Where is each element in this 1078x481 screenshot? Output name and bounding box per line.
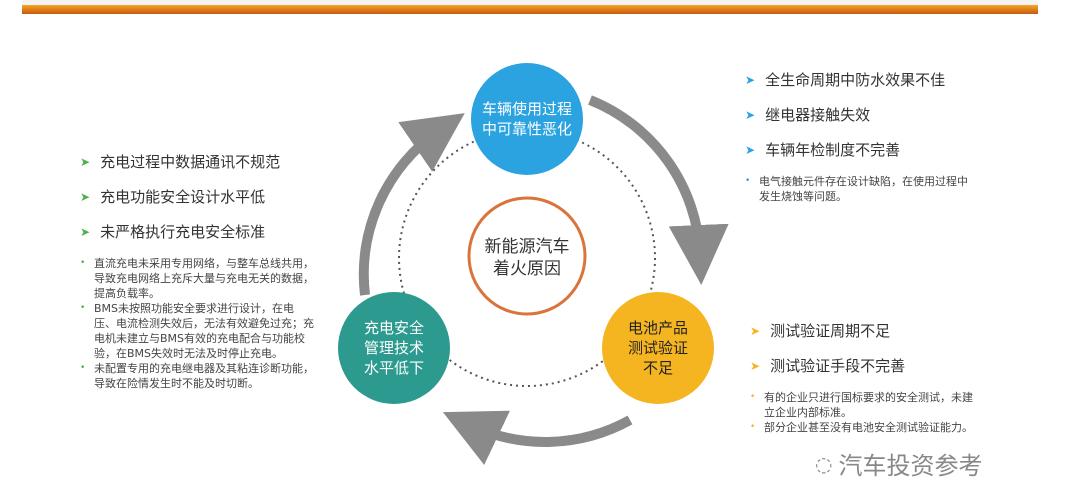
heading-text: 测试验证周期不足	[770, 322, 891, 340]
heading-text: 未严格执行充电安全标准	[100, 223, 266, 241]
node-circle-vehicle	[471, 63, 583, 175]
arrow-bullet-icon: ➤	[750, 323, 761, 338]
center-label: 新能源汽车 着火原因	[469, 236, 585, 280]
node-line: 测试验证	[627, 339, 688, 357]
node-line: 中可靠性恶化	[481, 120, 572, 138]
bullet-text: 直流充电未采用专用网络，与整车总线共用，导致充电网络上充斥大量与充电无关的数据，…	[94, 257, 314, 300]
node-line: 电池产品	[627, 319, 688, 337]
bullet-item: • 未配置专用的充电继电器及其粘连诊断功能，导致在险情发生时不能及时切断。	[80, 361, 315, 391]
bullet-item: • 部分企业甚至没有电池安全测试验证能力。	[750, 420, 975, 435]
dot-bullet-icon: •	[80, 363, 86, 373]
right-bottom-panel: ➤ 测试验证周期不足 ➤ 测试验证手段不完善 • 有的企业只进行国标要求的安全测试，未建立…	[750, 320, 975, 435]
bullet-text: 未配置专用的充电继电器及其粘连诊断功能，导致在险情发生时不能及时切断。	[94, 362, 314, 390]
heading-item: ➤ 充电功能安全设计水平低	[80, 186, 315, 207]
heading-item: ➤ 测试验证周期不足	[750, 320, 975, 341]
arrow-right-to-left	[442, 410, 633, 465]
heading-text: 继电器接触失效	[765, 106, 871, 124]
arrow-bullet-icon: ➤	[80, 154, 91, 169]
dot-bullet-icon: •	[80, 258, 86, 268]
bullet-text: 电气接触元件存在设计缺陷，在使用过程中发生烧蚀等问题。	[759, 175, 968, 203]
bullet-item: • 直流充电未采用专用网络，与整车总线共用，导致充电网络上充斥大量与充电无关的数据…	[80, 256, 315, 301]
arrow-top-to-right	[588, 95, 729, 285]
arrow-bullet-icon: ➤	[80, 224, 91, 239]
dot-bullet-icon: •	[750, 392, 756, 402]
node-label-battery: 电池产品 测试验证 不足	[602, 318, 714, 378]
left-panel: ➤ 充电过程中数据通讯不规范 ➤ 充电功能安全设计水平低 ➤ 未严格执行充电安全标准 • 直流…	[80, 151, 315, 391]
dot-bullet-icon: •	[750, 422, 756, 432]
node-label-vehicle: 车辆使用过程 中可靠性恶化	[471, 99, 583, 139]
arrow-bullet-icon: ➤	[745, 142, 756, 157]
title-strip	[22, 0, 1038, 5]
right-top-panel: ➤ 全生命周期中防水效果不佳 ➤ 继电器接触失效 ➤ 车辆年检制度不完善 • 电气接触元件存在…	[745, 69, 975, 204]
heading-text: 测试验证手段不完善	[770, 357, 906, 375]
node-circle-battery	[602, 292, 714, 404]
arrow-bullet-icon: ➤	[750, 358, 761, 373]
heading-text: 充电过程中数据通讯不规范	[100, 153, 281, 171]
heading-item: ➤ 全生命周期中防水效果不佳	[745, 69, 975, 90]
heading-text: 充电功能安全设计水平低	[100, 188, 266, 206]
arrow-bullet-icon: ➤	[80, 189, 91, 204]
node-line: 水平低下	[363, 359, 424, 377]
watermark: ◌ 汽车投资参考	[815, 446, 982, 481]
heading-text: 车辆年检制度不完善	[765, 141, 901, 159]
node-label-charging: 充电安全 管理技术 水平低下	[338, 318, 450, 378]
watermark-text: 汽车投资参考	[838, 452, 983, 480]
dotted-ring	[398, 129, 656, 387]
dot-bullet-icon: •	[80, 303, 86, 313]
bullet-text: 有的企业只进行国标要求的安全测试，未建立企业内部标准。	[764, 391, 973, 419]
center-line: 新能源汽车	[484, 237, 570, 257]
bullet-text: BMS未按照功能安全要求进行设计，在电压、电流检测失效后，无法有效避免过充；充电…	[94, 302, 314, 360]
bullet-item: • 有的企业只进行国标要求的安全测试，未建立企业内部标准。	[750, 390, 975, 420]
heading-item: ➤ 未严格执行充电安全标准	[80, 221, 315, 242]
arrow-bullet-icon: ➤	[745, 107, 756, 122]
wechat-icon: ◌	[815, 451, 833, 476]
center-line: 着火原因	[493, 259, 561, 279]
heading-item: ➤ 充电过程中数据通讯不规范	[80, 151, 315, 172]
heading-item: ➤ 车辆年检制度不完善	[745, 139, 975, 160]
bullet-item: • 电气接触元件存在设计缺陷，在使用过程中发生烧蚀等问题。	[745, 174, 975, 204]
node-line: 管理技术	[363, 339, 424, 357]
bullet-text: 部分企业甚至没有电池安全测试验证能力。	[764, 421, 973, 434]
node-line: 充电安全	[363, 319, 424, 337]
dot-bullet-icon: •	[745, 176, 751, 186]
center-ring	[467, 196, 587, 316]
node-line: 不足	[642, 359, 673, 377]
arrow-bullet-icon: ➤	[745, 72, 756, 87]
heading-text: 全生命周期中防水效果不佳	[765, 71, 946, 89]
node-circle-charging	[338, 292, 450, 404]
node-line: 车辆使用过程	[481, 100, 572, 118]
heading-item: ➤ 继电器接触失效	[745, 104, 975, 125]
bullet-item: • BMS未按照功能安全要求进行设计，在电压、电流检测失效后，无法有效避免过充；充…	[80, 301, 315, 361]
header-bar	[22, 5, 1038, 14]
arrow-left-to-top	[358, 113, 465, 296]
heading-item: ➤ 测试验证手段不完善	[750, 355, 975, 376]
